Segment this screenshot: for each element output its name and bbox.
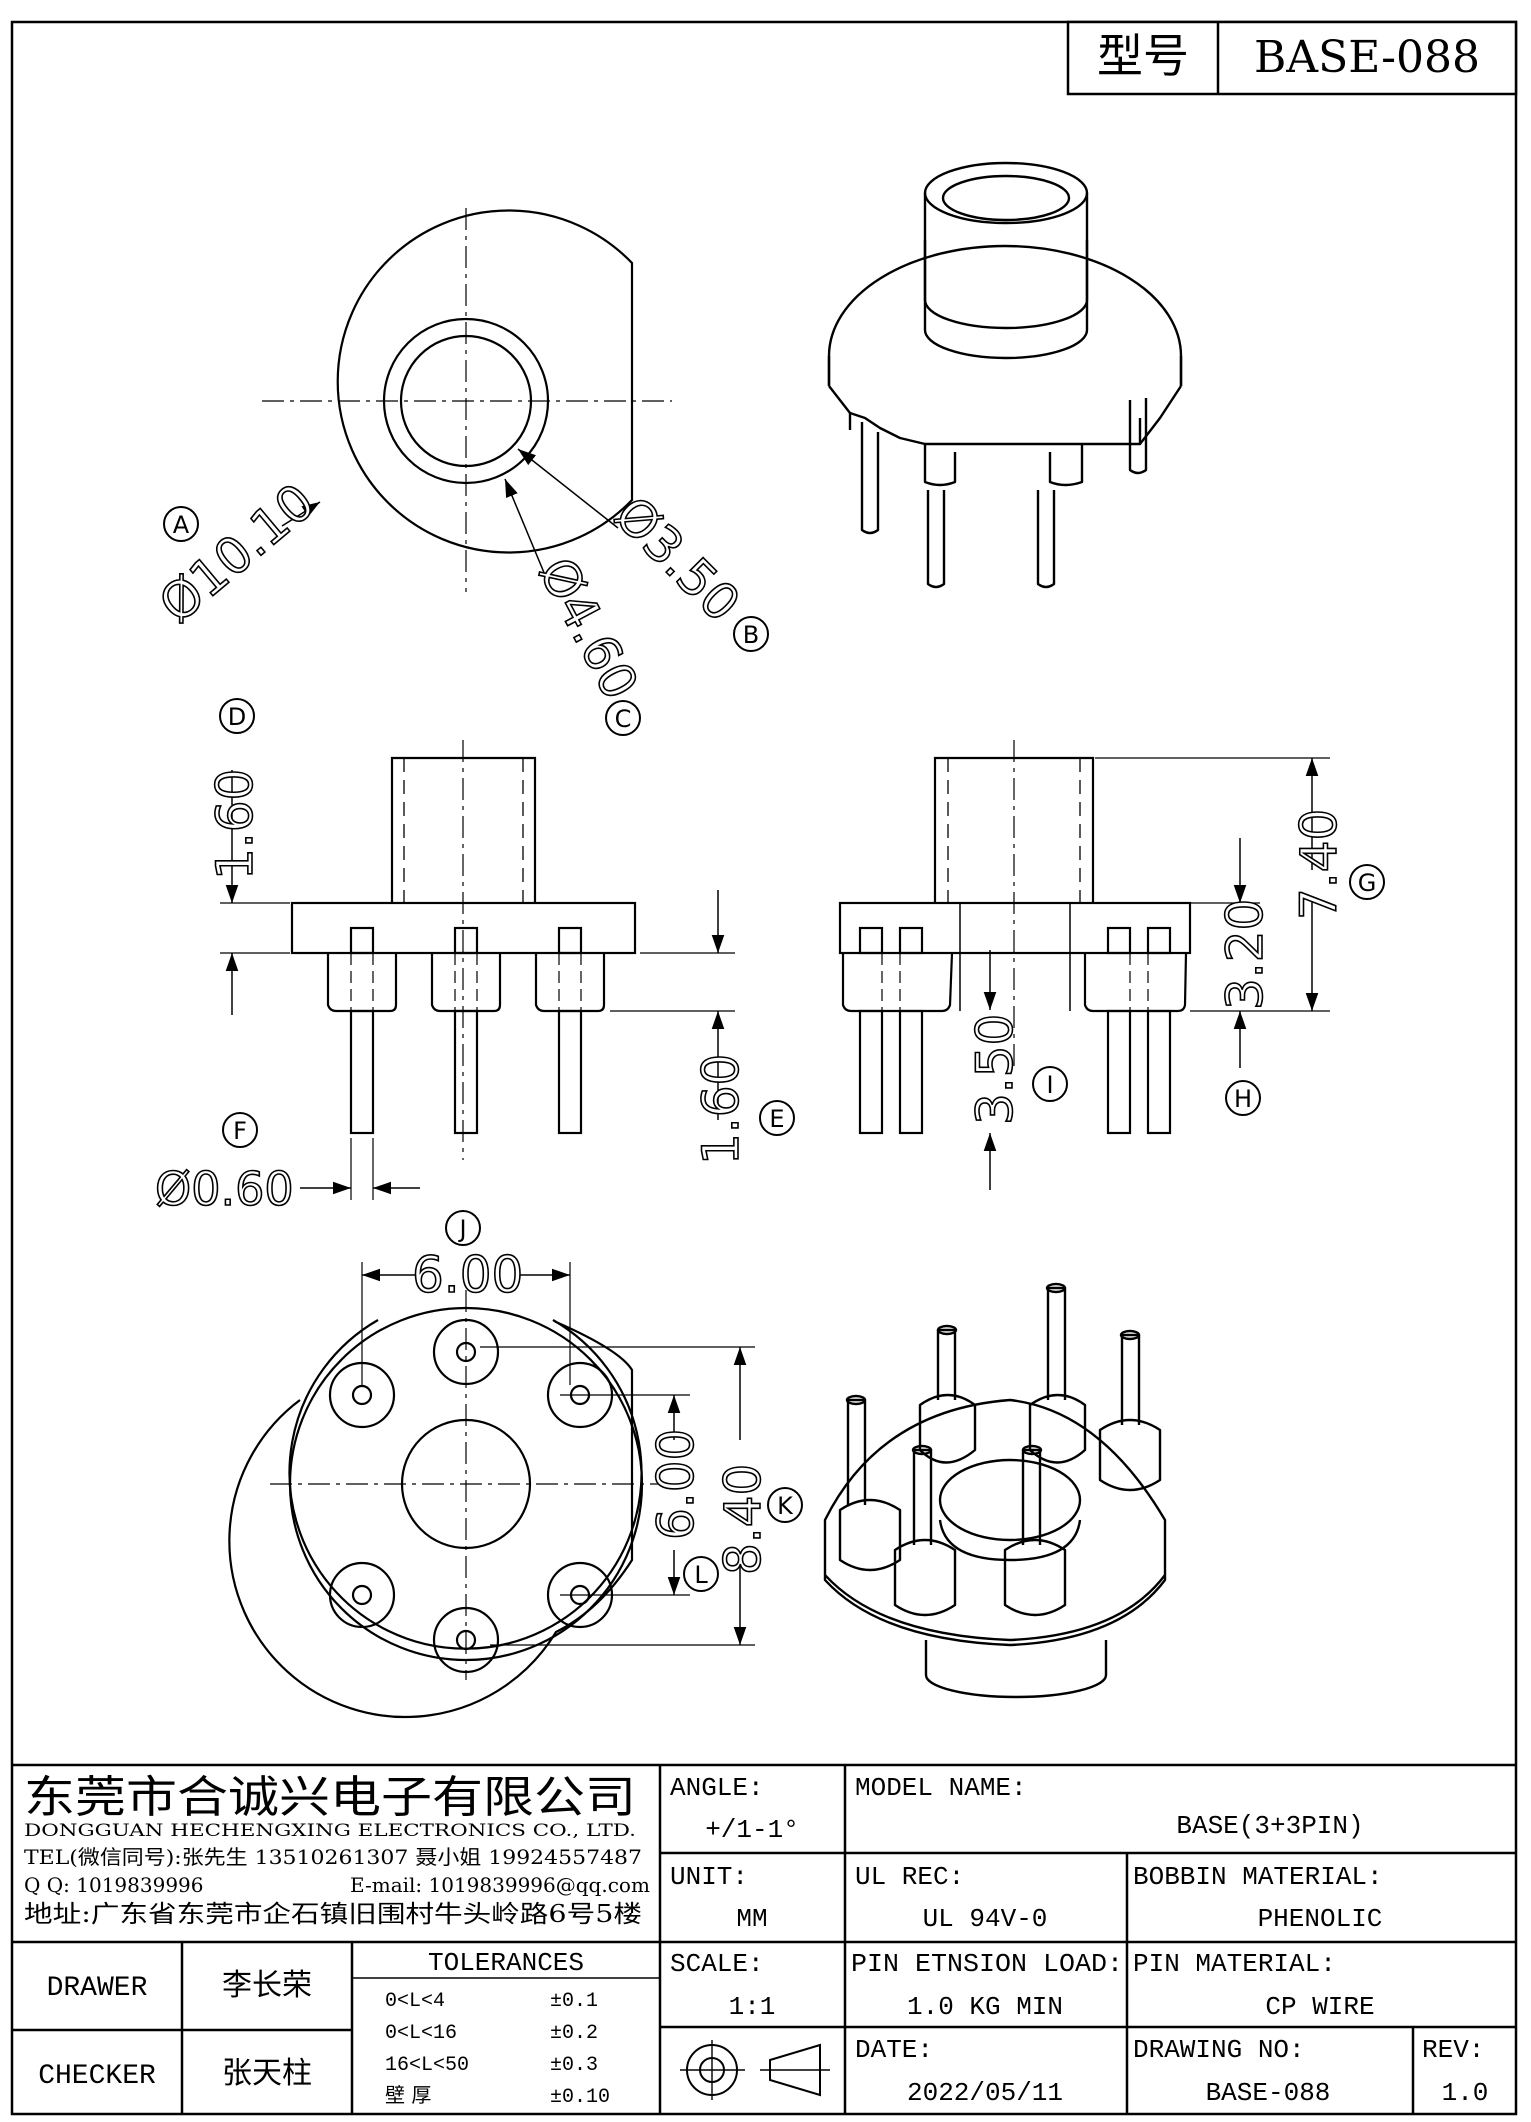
date-value: 2022/05/11: [907, 2078, 1063, 2108]
iso-pin-1: [918, 1324, 977, 1464]
dim-d: 1.60: [206, 769, 264, 880]
company-tel: TEL(微信同号):张先生 13510261307 聂小姐 1992455748…: [24, 1845, 642, 1869]
dim-f: Ø0.60: [155, 1162, 294, 1216]
iso-pin-4: [838, 1394, 902, 1572]
drawing-no-value: BASE-088: [1206, 2078, 1331, 2108]
label-e: E: [769, 1105, 784, 1133]
iso-pin-6: [1003, 1444, 1067, 1617]
tol-range-2: 0<L<16: [385, 2022, 457, 2045]
rev-value: 1.0: [1442, 2078, 1489, 2108]
bobbin-material-value: PHENOLIC: [1258, 1904, 1383, 1934]
tol-range-3: 16<L<50: [385, 2054, 469, 2077]
tol-range-4: 壁 厚: [385, 2083, 431, 2107]
dim-i: 3.50: [966, 1014, 1024, 1125]
company-name-cn: 东莞市合诚兴电子有限公司: [24, 1772, 636, 1823]
label-l: L: [694, 1561, 708, 1589]
header-model-box: 型号 BASE-088: [1066, 20, 1518, 96]
date-label: DATE:: [855, 2035, 933, 2065]
angle-label: ANGLE:: [670, 1773, 764, 1803]
drawer-value: 李长荣: [222, 1968, 312, 2003]
pin-tension-value: 1.0 KG MIN: [907, 1992, 1063, 2022]
dim-b: Ø3.50: [604, 485, 752, 633]
front-view-dims: 1.60 1.60 Ø0.60 D E F: [154, 698, 795, 1217]
scale-value: 1:1: [729, 1992, 776, 2022]
unit-label: UNIT:: [670, 1862, 748, 1892]
dim-a: Ø10.10: [148, 472, 325, 634]
pin-tension-label: PIN ETNSION LOAD:: [851, 1949, 1123, 1979]
ul-rec-label: UL REC:: [855, 1862, 964, 1892]
tol-range-1: 0<L<4: [385, 1990, 445, 2013]
iso-view-bottom: [823, 1282, 1167, 1699]
company-name-en: DONGGUAN HECHENGXING ELECTRONICS CO., LT…: [24, 1821, 636, 1841]
ul-rec-value: UL 94V-0: [923, 1904, 1048, 1934]
drawer-label: DRAWER: [47, 1973, 148, 2004]
iso-pin-2: [1028, 1282, 1087, 1464]
company-qq: Q Q: 1019839996: [24, 1873, 204, 1897]
label-d: D: [228, 703, 246, 731]
dim-j: 6.00: [412, 1246, 523, 1304]
front-view: [220, 740, 735, 1200]
bobbin-material-label: BOBBIN MATERIAL:: [1133, 1862, 1383, 1892]
model-name-label: MODEL NAME:: [855, 1773, 1027, 1803]
dim-e: 1.60: [692, 1054, 750, 1165]
label-b: B: [743, 621, 759, 649]
iso-pin-5: [893, 1444, 957, 1617]
angle-value: +/1-1°: [705, 1815, 799, 1845]
iso-view-top: [827, 161, 1183, 589]
label-h: H: [1234, 1085, 1252, 1113]
tol-value-3: ±0.3: [550, 2054, 598, 2077]
projection-symbol-icon: [680, 2040, 830, 2100]
title-block-fields: ANGLE: +/1-1° MODEL NAME: BASE(3+3PIN) U…: [38, 1773, 1488, 2109]
side-view-dims: 7.40 3.20 3.50 G H I: [965, 808, 1385, 1126]
company-address: 地址:广东省东莞市企石镇旧围村牛头岭路6号5楼: [24, 1900, 642, 1928]
title-block: [12, 1763, 1516, 2114]
dim-g: 7.40: [1290, 809, 1348, 920]
header-model-value: BASE-088: [1254, 32, 1480, 83]
rev-label: REV:: [1422, 2035, 1484, 2065]
dim-h: 3.20: [1216, 899, 1274, 1010]
tol-value-4: ±0.10: [550, 2086, 610, 2109]
label-i: I: [1046, 1071, 1053, 1099]
label-k: K: [777, 1492, 794, 1520]
label-f: F: [233, 1117, 247, 1145]
bottom-view-dims: 6.00 8.40 6.00 J K L: [411, 1210, 803, 1592]
sheet-border: [10, 20, 1518, 2116]
dim-k: 8.40: [714, 1464, 772, 1575]
unit-value: MM: [736, 1904, 767, 1934]
model-name-value: BASE(3+3PIN): [1176, 1811, 1363, 1841]
dim-c: Ø4.60: [527, 548, 649, 708]
label-a: A: [173, 511, 190, 539]
header-model-label: 型号: [1097, 29, 1189, 83]
side-view: [838, 740, 1330, 1190]
bottom-view: [228, 1262, 755, 1719]
tolerances-label: TOLERANCES: [428, 1948, 584, 1978]
tol-value-1: ±0.1: [550, 1990, 598, 2013]
iso-pin-3: [1098, 1329, 1162, 1492]
drawing-no-label: DRAWING NO:: [1133, 2035, 1305, 2065]
top-view-dims: Ø10.10 Ø3.50 Ø4.60 A B C: [148, 472, 769, 736]
pin-material-value: CP WIRE: [1265, 1992, 1374, 2022]
scale-label: SCALE:: [670, 1949, 764, 1979]
checker-label: CHECKER: [38, 2061, 156, 2092]
company-info: 东莞市合诚兴电子有限公司 DONGGUAN HECHENGXING ELECTR…: [24, 1772, 650, 1928]
label-g: G: [1358, 869, 1377, 897]
label-c: C: [615, 705, 632, 733]
tol-value-2: ±0.2: [550, 2022, 598, 2045]
checker-value: 张天柱: [222, 2056, 312, 2091]
label-j: J: [457, 1215, 466, 1243]
dim-l: 6.00: [647, 1429, 705, 1540]
pin-material-label: PIN MATERIAL:: [1133, 1949, 1336, 1979]
top-view: [262, 208, 672, 592]
company-email: E-mail: 1019839996@qq.com: [350, 1873, 650, 1897]
